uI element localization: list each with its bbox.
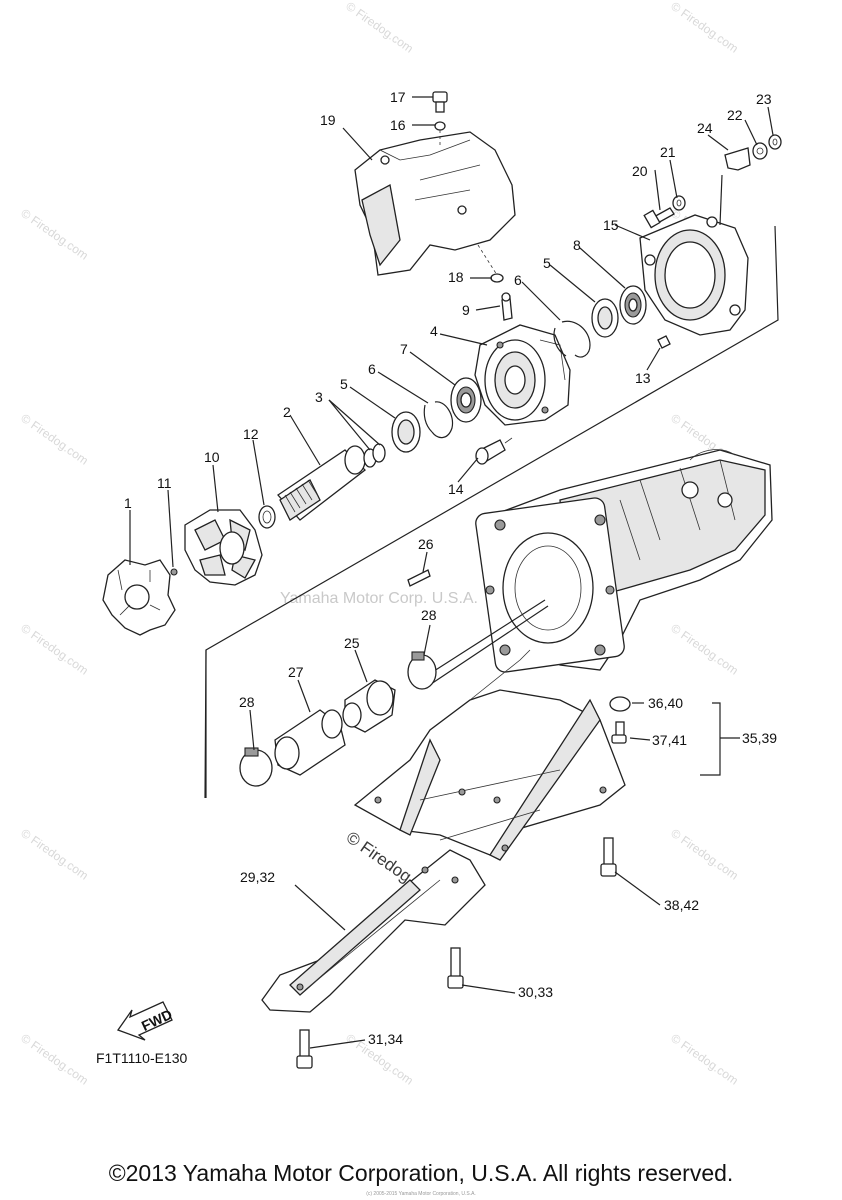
callout-37-41: 37,41 xyxy=(652,732,687,748)
cover-plate xyxy=(639,214,749,336)
callout-3: 3 xyxy=(315,389,323,405)
impeller-shaft xyxy=(277,445,366,521)
callout-36-40: 36,40 xyxy=(648,695,683,711)
watermark: © Firedog.com xyxy=(18,206,91,263)
callout-24: 24 xyxy=(697,120,713,136)
circlip xyxy=(423,401,454,439)
circlip-2 xyxy=(553,320,591,358)
hose xyxy=(274,709,346,776)
grease-nipple xyxy=(501,292,513,321)
joint xyxy=(342,679,396,733)
oil-seal-2 xyxy=(591,298,619,338)
callout-25: 25 xyxy=(344,635,360,651)
callout-21: 21 xyxy=(660,144,676,160)
copyright-notice: ©2013 Yamaha Motor Corporation, U.S.A. A… xyxy=(108,1160,734,1186)
screw xyxy=(407,569,431,587)
impeller xyxy=(184,509,263,586)
callout-11: 11 xyxy=(157,475,172,491)
callout-38-42: 38,42 xyxy=(664,897,699,913)
watermark: © Firedog.com xyxy=(668,621,741,678)
bracket xyxy=(719,147,751,226)
callout-29-32: 29,32 xyxy=(240,869,275,885)
oil-seal xyxy=(391,411,421,453)
watermark: © Firedog.com xyxy=(18,826,91,883)
watermark: © Firedog.com xyxy=(668,1031,741,1088)
reference-frame xyxy=(204,225,779,799)
fwd-arrow-icon: FWD xyxy=(116,1001,175,1041)
callout-1: 1 xyxy=(124,495,132,511)
callout-23: 23 xyxy=(756,91,772,107)
callout-14: 14 xyxy=(448,481,464,497)
bolt-5 xyxy=(600,837,617,877)
callout-22: 22 xyxy=(727,107,743,123)
callout-4: 4 xyxy=(430,323,438,339)
hose-clamp xyxy=(407,651,437,690)
callout-26: 26 xyxy=(418,536,434,552)
pin xyxy=(170,568,178,576)
bolt-7 xyxy=(296,1029,313,1069)
center-watermark: Yamaha Motor Corp. U.S.A. xyxy=(280,590,478,607)
bolt-3 xyxy=(432,91,448,113)
washer-2 xyxy=(752,142,768,160)
callout-12: 12 xyxy=(243,426,259,442)
coupler xyxy=(102,559,176,636)
watermark: © Firedog.com xyxy=(18,621,91,678)
bolt-2 xyxy=(643,207,675,229)
watermark: © Firedog.com xyxy=(18,411,91,468)
bolt xyxy=(475,437,513,465)
callout-7: 7 xyxy=(400,341,408,357)
callout-15: 15 xyxy=(603,217,619,233)
callout-27: 27 xyxy=(288,664,304,680)
callout-8: 8 xyxy=(573,237,581,253)
bolt-6 xyxy=(447,947,464,989)
bearing xyxy=(450,377,482,423)
callout-19: 19 xyxy=(320,112,336,128)
fitting xyxy=(490,273,504,283)
watermark: © Firedog.com xyxy=(18,1031,91,1088)
o-rings xyxy=(363,443,386,468)
watermark: © Firedog.com xyxy=(668,826,741,883)
fineprint: (c) 2005-2015 Yamaha Motor Corporation, … xyxy=(366,1191,476,1197)
watermark: © Firedog.com xyxy=(668,0,741,56)
callout-9: 9 xyxy=(462,302,470,318)
callout-10: 10 xyxy=(204,449,220,465)
leader-lines xyxy=(129,96,774,1049)
callout-6-left: 6 xyxy=(368,361,376,377)
callout-31-34: 31,34 xyxy=(368,1031,403,1047)
callout-20: 20 xyxy=(632,163,648,179)
hose-clamp-2 xyxy=(239,747,273,787)
callout-6-right: 6 xyxy=(514,272,522,288)
dowel-pin xyxy=(657,335,671,349)
bolt-4 xyxy=(611,721,627,744)
diagram-code: F1T1110-E130 xyxy=(96,1050,188,1066)
callout-28-lower: 28 xyxy=(239,694,255,710)
nut xyxy=(768,134,782,150)
intake-grate xyxy=(353,649,626,861)
callout-16: 16 xyxy=(390,117,406,133)
callout-13: 13 xyxy=(635,370,651,386)
lower-plate xyxy=(261,849,486,1013)
top-cover xyxy=(354,131,516,276)
bearing-2 xyxy=(619,285,647,325)
drive-shaft xyxy=(419,599,549,689)
jet-pump-housing xyxy=(475,449,773,673)
washer-4 xyxy=(609,696,631,712)
callout-5-right: 5 xyxy=(543,255,551,271)
callout-17: 17 xyxy=(390,89,406,105)
callout-35-39: 35,39 xyxy=(742,730,777,746)
callout-18: 18 xyxy=(448,269,464,285)
callout-5-left: 5 xyxy=(340,376,348,392)
bearing-housing xyxy=(474,324,571,426)
callout-labels: 17 16 19 20 21 22 23 24 15 18 9 6 5 8 4 … xyxy=(96,89,777,1066)
callout-2: 2 xyxy=(283,404,291,420)
ring xyxy=(258,505,276,529)
callout-30-33: 30,33 xyxy=(518,984,553,1000)
washer xyxy=(672,195,686,211)
washer-3 xyxy=(434,121,446,131)
watermark: © Firedog.com xyxy=(343,0,416,56)
callout-28-upper: 28 xyxy=(421,607,437,623)
